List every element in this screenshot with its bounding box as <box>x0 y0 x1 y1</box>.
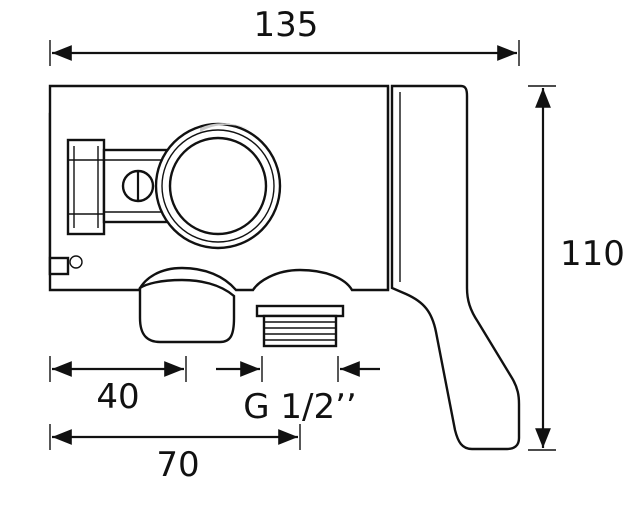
height-dimension: 110 <box>528 85 625 451</box>
offset-40-label: 40 <box>96 377 139 417</box>
lever-handle <box>390 84 521 451</box>
offset-40-dimension: 40 <box>49 356 187 417</box>
offset-70-label: 70 <box>156 445 199 485</box>
width-dimension: 135 <box>49 5 520 66</box>
valve-body <box>48 84 390 348</box>
width-label: 135 <box>254 5 319 45</box>
offset-70-dimension: 70 <box>49 424 301 485</box>
thread-label: G 1/2’’ <box>243 387 357 427</box>
thread-dimension: G 1/2’’ <box>216 356 380 427</box>
threaded-outlet <box>255 304 345 348</box>
holder-ring <box>154 122 282 250</box>
screw-icon <box>121 169 155 203</box>
height-label: 110 <box>560 234 625 274</box>
